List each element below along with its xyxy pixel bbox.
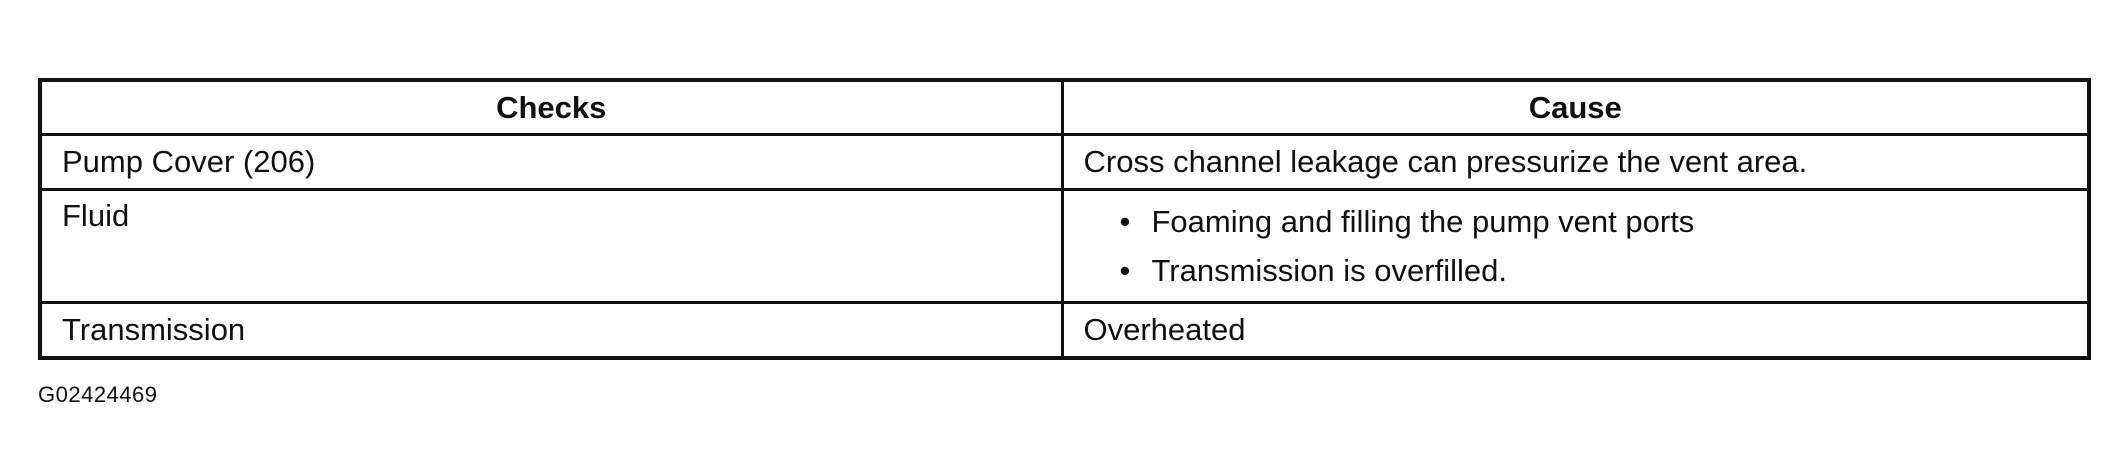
diagnostic-table: Checks Cause Pump Cover (206) Cross chan…	[38, 78, 2091, 360]
cause-cell: Overheated	[1060, 301, 2091, 360]
table-header-row: Checks Cause	[38, 78, 2091, 136]
figure-id-label: G02424469	[38, 382, 158, 407]
diagnostic-table-container: Checks Cause Pump Cover (206) Cross chan…	[38, 78, 2091, 360]
table-row: Pump Cover (206) Cross channel leakage c…	[38, 133, 2091, 191]
check-cell: Transmission	[38, 301, 1064, 360]
cause-bullet-list: Foaming and filling the pump vent ports …	[1084, 197, 2068, 295]
cause-bullet-item: Foaming and filling the pump vent ports	[1120, 197, 2068, 246]
check-cell: Fluid	[38, 188, 1064, 304]
header-cause: Cause	[1060, 78, 2091, 136]
header-checks: Checks	[38, 78, 1064, 136]
cause-cell: Foaming and filling the pump vent ports …	[1060, 188, 2091, 304]
cause-cell: Cross channel leakage can pressurize the…	[1060, 133, 2091, 191]
table-row: Transmission Overheated	[38, 301, 2091, 360]
cause-bullet-item: Transmission is overfilled.	[1120, 246, 2068, 295]
table-row: Fluid Foaming and filling the pump vent …	[38, 188, 2091, 304]
check-cell: Pump Cover (206)	[38, 133, 1064, 191]
